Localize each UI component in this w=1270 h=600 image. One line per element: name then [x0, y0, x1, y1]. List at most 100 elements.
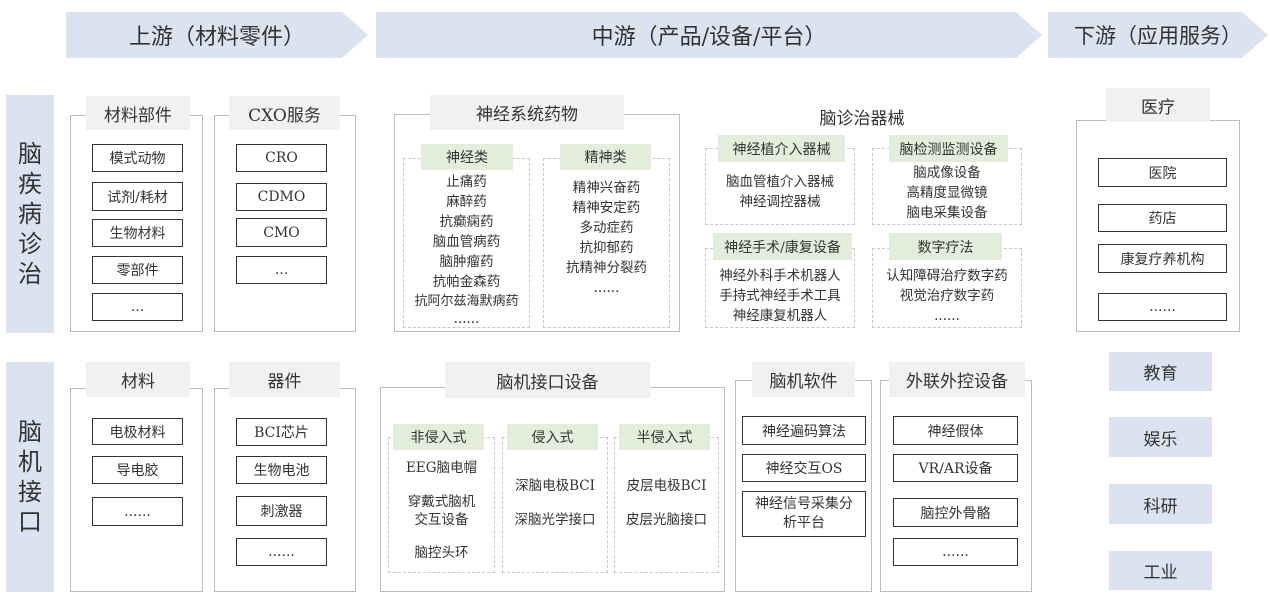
medical-title: 医疗: [1106, 88, 1210, 122]
list-item: 精神安定药: [572, 200, 641, 216]
surgery-list: 神经外科手术机器人 手持式神经手术工具 神经康复机器人: [705, 266, 855, 326]
list-item: 神经外科手术机器人: [719, 268, 841, 284]
list-item: 神经康复机器人: [732, 308, 828, 324]
list-item: 多动症药: [579, 220, 634, 236]
application-research: 科研: [1109, 484, 1212, 524]
devices-title: 脑诊治器械: [819, 108, 905, 129]
list-item: 抗阿尔兹海默病药: [414, 294, 519, 309]
list-item: 生物材料: [92, 219, 183, 247]
bci-devices-panel: [380, 387, 725, 592]
list-item: 皮层电极BCI: [626, 478, 707, 494]
bci-software-panel: [735, 380, 872, 592]
list-item: 神经假体: [893, 416, 1018, 445]
list-item: 药店: [1098, 204, 1227, 232]
list-item: 高精度显微镜: [906, 185, 988, 201]
neuro-label: 神经类: [421, 144, 513, 170]
list-item: 抗癫痫药: [439, 214, 494, 230]
digital-label: 数字疗法: [889, 233, 1002, 260]
list-item: 神经调控器械: [739, 194, 821, 210]
list-item: 医院: [1098, 158, 1227, 187]
list-item: CDMO: [236, 183, 327, 211]
semi-invasive-group: [614, 437, 719, 573]
row-label-diagnosis: 脑疾病诊治: [6, 95, 54, 333]
list-item: 深脑光学接口: [514, 512, 596, 528]
list-item: 零部件: [92, 256, 183, 284]
list-item: ...: [236, 256, 327, 284]
list-item: ...: [92, 293, 183, 321]
list-item: 脑控外骨骼: [893, 498, 1018, 527]
list-item: ......: [453, 311, 480, 327]
list-item: 麻醉药: [446, 194, 487, 210]
list-item: 生物电池: [236, 456, 327, 484]
list-item: ......: [934, 308, 960, 324]
list-item: 脑血管病药: [432, 234, 501, 250]
list-item: ......: [593, 280, 620, 296]
implant-list: 脑血管植介入器械 神经调控器械: [705, 172, 855, 212]
stage-midstream: 中游（产品/设备/平台）: [376, 12, 1042, 58]
monitor-label: 脑检测监测设备: [889, 135, 1008, 162]
list-item: ......: [92, 497, 183, 526]
cxo-title: CXO服务: [229, 96, 340, 130]
list-item: VR/AR设备: [893, 454, 1018, 482]
list-item: 刺激器: [236, 496, 327, 526]
noninvasive-label: 非侵入式: [393, 424, 484, 450]
invasive-group: [502, 437, 608, 573]
list-item: ......: [893, 538, 1018, 566]
list-item: 交互设备: [414, 512, 469, 528]
list-item: 试剂/耗材: [92, 182, 183, 211]
bci-software-title: 脑机软件: [752, 362, 855, 397]
bci-devices-title: 脑机接口设备: [445, 362, 650, 398]
list-item: CMO: [236, 218, 327, 247]
stage-downstream: 下游（应用服务）: [1048, 12, 1268, 58]
list-item: 脑血管植介入器械: [726, 174, 834, 190]
list-item: 视觉治疗数字药: [899, 288, 995, 304]
application-education: 教育: [1109, 352, 1212, 391]
components-title: 器件: [229, 362, 340, 397]
list-item: 康复疗养机构: [1098, 244, 1227, 273]
materials-parts-title: 材料部件: [86, 96, 190, 130]
list-item: BCI芯片: [236, 418, 327, 446]
list-item: 皮层光脑接口: [626, 512, 707, 528]
row-label-bci: 脑机接口: [6, 362, 54, 592]
materials-title: 材料: [86, 362, 190, 397]
psych-list: 精神兴奋药 精神安定药 多动症药 抗抑郁药 抗精神分裂药 ......: [543, 178, 670, 298]
neuro-drugs-title: 神经系统药物: [430, 95, 624, 130]
digital-list: 认知障碍治疗数字药 视觉治疗数字药 ......: [872, 266, 1022, 326]
list-item: 神经信号采集分析平台: [742, 491, 866, 537]
list-item: CRO: [236, 144, 327, 172]
list-item: 电极材料: [92, 418, 183, 445]
neuro-list: 止痛药 麻醉药 抗癫痫药 脑血管病药 脑肿瘤药 抗帕金森药 抗阿尔兹海默病药 .…: [403, 172, 530, 326]
surgery-label: 神经手术/康复设备: [713, 233, 852, 260]
list-item: 认知障碍治疗数字药: [886, 268, 1008, 284]
list-item: 抗帕金森药: [432, 274, 501, 290]
list-item: 手持式神经手术工具: [719, 288, 841, 304]
list-item: 神经遍码算法: [742, 416, 866, 445]
implant-label: 神经植介入器械: [718, 135, 845, 162]
invasive-label: 侵入式: [507, 424, 598, 450]
list-item: 精神兴奋药: [572, 180, 641, 196]
list-item: 脑肿瘤药: [439, 254, 494, 270]
list-item: 抗精神分裂药: [566, 260, 647, 276]
list-item: 止痛药: [446, 174, 487, 190]
list-item: 导电胶: [92, 456, 183, 484]
list-item: EEG脑电帽: [406, 460, 477, 476]
application-industry: 工业: [1109, 551, 1212, 590]
list-item: 脑成像设备: [913, 165, 981, 181]
application-entertainment: 娱乐: [1109, 417, 1212, 457]
list-item: ......: [236, 538, 327, 566]
list-item: 神经交互OS: [742, 454, 866, 482]
list-item: 脑电采集设备: [906, 205, 988, 221]
list-item: 模式动物: [92, 144, 183, 172]
monitor-list: 脑成像设备 高精度显微镜 脑电采集设备: [872, 163, 1022, 223]
psych-label: 精神类: [560, 144, 651, 170]
row-label-text: 脑机接口: [18, 418, 42, 536]
semi-invasive-label: 半侵入式: [619, 424, 710, 450]
list-item: ......: [1098, 293, 1227, 321]
stage-upstream: 上游（材料零件）: [66, 12, 368, 58]
list-item: 抗抑郁药: [579, 240, 634, 256]
external-title: 外联外控设备: [889, 362, 1025, 397]
list-item: 脑控头环: [414, 545, 469, 561]
list-item: 深脑电极BCI: [515, 478, 595, 494]
row-label-text: 脑疾病诊治: [18, 140, 42, 288]
list-item: 穿戴式脑机: [407, 494, 476, 510]
